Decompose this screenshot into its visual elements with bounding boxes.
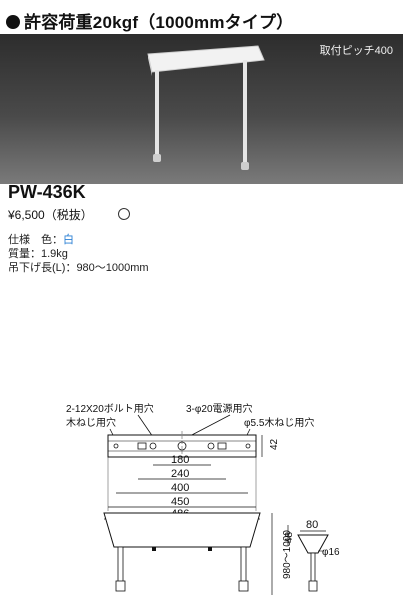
- front-view-left-rod: [117, 546, 124, 586]
- side-view-base: [297, 534, 329, 554]
- spec-color-value: 白: [63, 234, 74, 246]
- bullet-icon: [6, 15, 20, 29]
- header: 許容荷重20kgf（1000mmタイプ）: [0, 0, 403, 36]
- dim-42: 42: [269, 438, 280, 450]
- right-rod-end: [241, 162, 249, 170]
- bolt-hole-label: 2-12X20ボルト用穴: [66, 402, 154, 415]
- left-rod: [155, 70, 159, 158]
- right-rod: [243, 60, 247, 166]
- technical-drawing: 2-12X20ボルト用穴 木ねじ用穴 3-φ20電源用穴 φ5.5木ねじ用穴 4…: [66, 402, 340, 595]
- front-view-right-rod: [240, 546, 247, 586]
- product-photo: 取付ピッチ400: [0, 34, 403, 184]
- power-hole-label: 3-φ20電源用穴: [186, 402, 253, 415]
- header-title-text: 許容荷重20kgf（1000mmタイプ）: [24, 13, 294, 32]
- dim-450: 450: [171, 496, 189, 508]
- pendant-illustration: [147, 45, 265, 170]
- price: ¥6,500（税抜）: [8, 208, 93, 222]
- spec-weight: 質量：1.9kg: [8, 248, 68, 260]
- model-number: PW-436K: [8, 182, 86, 202]
- dim-length: 980〜1000: [282, 530, 293, 579]
- dim-48: 48: [284, 531, 295, 543]
- dim-80: 80: [306, 519, 318, 531]
- dim-180: 180: [171, 454, 189, 466]
- spec-color-label: 仕様 色：: [8, 234, 63, 246]
- header-title: 許容荷重20kgf（1000mmタイプ）: [6, 8, 293, 33]
- front-view-base: [103, 512, 261, 548]
- side-view-rod: [310, 552, 316, 586]
- ceiling-base-side: [148, 54, 152, 76]
- wood-screw-hole-55-label: φ5.5木ねじ用穴: [244, 416, 314, 429]
- ceiling-base-plate: [147, 45, 265, 73]
- dim-400-top: 400: [171, 482, 189, 494]
- dim-phi16: φ16: [322, 547, 340, 558]
- left-rod-end: [153, 154, 161, 162]
- circle-mark-icon: [118, 208, 130, 220]
- dim-240: 240: [171, 468, 189, 480]
- spec-color: 仕様 色：白: [8, 231, 74, 247]
- pitch-label: 取付ピッチ400: [319, 45, 393, 57]
- wood-screw-hole-label: 木ねじ用穴: [66, 416, 116, 429]
- spec-hanging-length: 吊下げ長(L)：980〜1000mm: [8, 262, 149, 274]
